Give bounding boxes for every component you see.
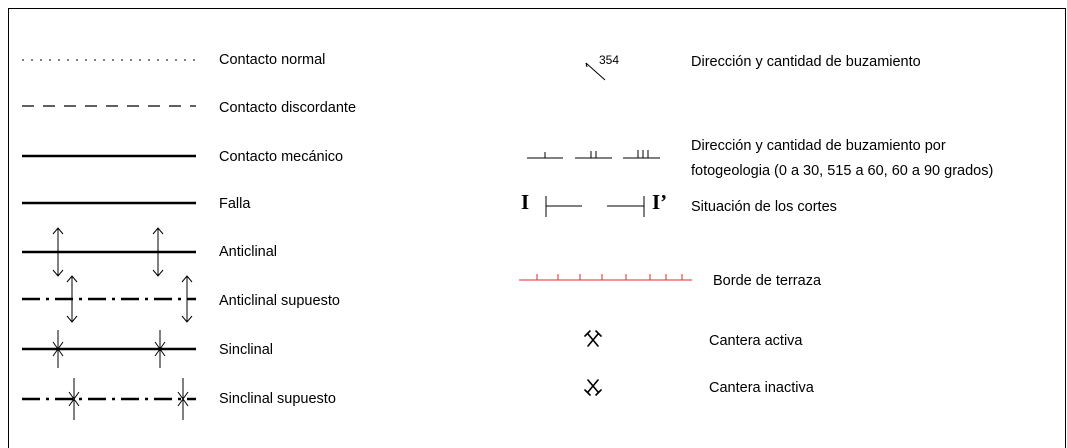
section-start-label: I	[521, 190, 530, 214]
terrace-edge-symbol	[519, 274, 692, 281]
cross-section-symbol	[545, 196, 645, 217]
map-legend: 354	[8, 8, 1066, 448]
legend-symbols: 354	[22, 53, 692, 420]
inactive-quarry-icon	[584, 379, 602, 396]
legend-label-fotogeologia-line1: Dirección y cantidad de buzamiento por	[691, 138, 946, 154]
legend-label-contacto-discordante: Contacto discordante	[219, 100, 357, 116]
dip-value: 354	[599, 53, 619, 67]
legend-label-contacto-mecanico: Contacto mecánico	[219, 149, 344, 165]
legend-label-borde-terraza: Borde de terraza	[713, 273, 822, 289]
syncline-inferred-symbol	[22, 378, 196, 420]
legend-label-fotogeologia-line2: fotogeologia (0 a 30, 515 a 60, 60 a 90 …	[691, 163, 994, 179]
dip-photogeology-symbol	[527, 150, 660, 159]
legend-label-anticlinal: Anticlinal	[219, 244, 278, 260]
legend-label-cantera-activa: Cantera activa	[709, 333, 803, 349]
legend-label-sinclinal: Sinclinal	[219, 342, 273, 358]
active-quarry-icon	[584, 330, 602, 347]
legend-label-anticlinal-supuesto: Anticlinal supuesto	[219, 293, 340, 309]
legend-label-contacto-normal: Contacto normal	[219, 52, 326, 68]
dip-symbol	[585, 62, 606, 81]
legend-label-falla: Falla	[219, 196, 251, 212]
legend-label-buzamiento: Dirección y cantidad de buzamiento	[691, 54, 921, 70]
legend-label-cortes: Situación de los cortes	[691, 199, 837, 215]
anticline-inferred-symbol	[22, 275, 196, 323]
legend-label-cantera-inactiva: Cantera inactiva	[709, 380, 814, 396]
legend-label-sinclinal-supuesto: Sinclinal supuesto	[219, 391, 336, 407]
syncline-symbol	[22, 330, 196, 368]
section-end-label: I’	[652, 190, 668, 214]
anticline-symbol	[22, 227, 196, 277]
